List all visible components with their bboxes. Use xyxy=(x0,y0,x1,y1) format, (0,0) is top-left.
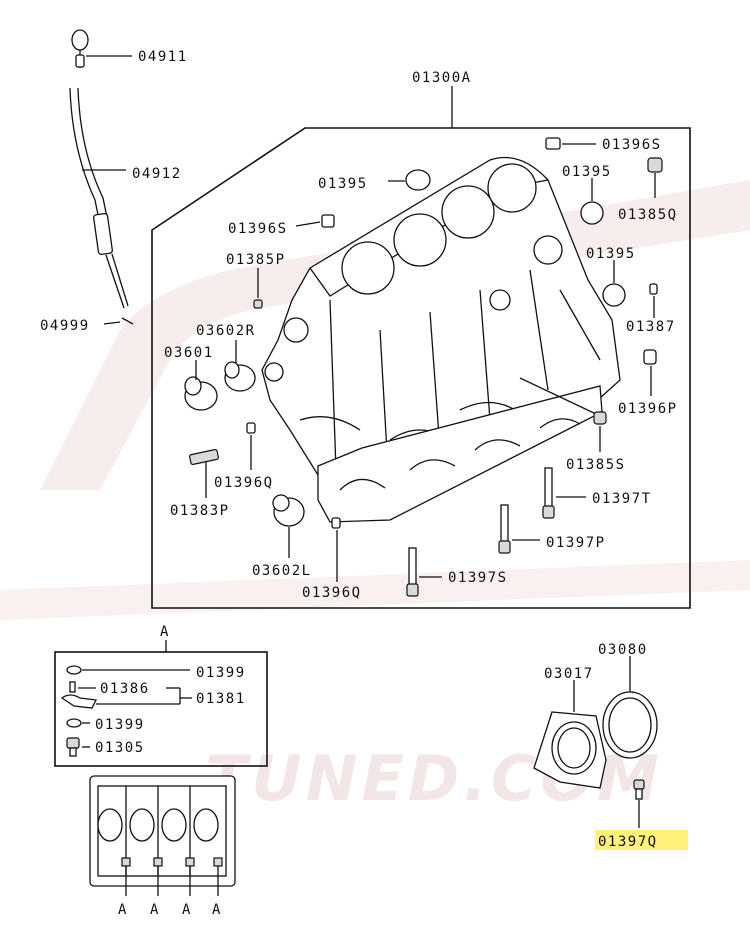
label-01385P: 01385P xyxy=(226,252,286,268)
cylinder-bore-3 xyxy=(441,185,495,239)
label-bottom-A4: A xyxy=(212,902,222,918)
label-01383P: 01383P xyxy=(170,503,230,519)
block-bottom-view xyxy=(89,775,236,896)
pin-01396Q-a xyxy=(246,422,256,434)
bushing-03601 xyxy=(184,376,218,411)
label-04912: 04912 xyxy=(132,166,182,182)
label-01397Q: 01397Q xyxy=(598,834,658,850)
plug-01395-b xyxy=(580,201,604,225)
label-01397S: 01397S xyxy=(448,570,508,586)
label-01396P: 01396P xyxy=(618,401,678,417)
label-01305: 01305 xyxy=(95,740,145,756)
dipstick-tube-end xyxy=(93,212,113,256)
label-03017: 03017 xyxy=(544,666,594,682)
label-03602R: 03602R xyxy=(196,323,256,339)
label-bottom-A3: A xyxy=(182,902,192,918)
label-01399-b: 01399 xyxy=(95,717,145,733)
label-01397P: 01397P xyxy=(546,535,606,551)
bushing-03602L xyxy=(272,494,305,527)
plug-01385S xyxy=(593,411,607,425)
label-01395-b: 01395 xyxy=(562,164,612,180)
plug-01385Q xyxy=(647,157,663,173)
label-01396S-top: 01396S xyxy=(602,137,662,153)
label-detail-A: A xyxy=(160,624,170,640)
bolt-01397T xyxy=(542,467,555,519)
stud-01383P xyxy=(189,448,219,466)
plug-01395-c xyxy=(602,283,626,307)
bushing-03602R xyxy=(224,361,256,392)
seal-case-03017 xyxy=(533,711,607,789)
cylinder-bore-2 xyxy=(393,213,447,267)
label-01395-a: 01395 xyxy=(318,176,368,192)
label-01397T: 01397T xyxy=(592,491,652,507)
label-01396Q-a: 01396Q xyxy=(214,475,274,491)
plug-01396S-top xyxy=(545,137,561,150)
label-01396Q-b: 01396Q xyxy=(302,585,362,601)
label-04911: 04911 xyxy=(138,49,188,65)
label-01395-c: 01395 xyxy=(586,246,636,262)
oil-jet-01381 xyxy=(60,694,97,709)
label-01300A: 01300A xyxy=(412,70,472,86)
dipstick-handle xyxy=(71,29,89,51)
block-lower-rail xyxy=(317,385,603,523)
cylinder-bore-4 xyxy=(487,163,537,213)
label-bottom-A1: A xyxy=(118,902,128,918)
dipstick-clip xyxy=(121,317,134,325)
plug-01385P xyxy=(253,299,263,309)
bolt-01305 xyxy=(66,737,80,757)
label-01386: 01386 xyxy=(100,681,150,697)
bolt-01397Q xyxy=(633,779,645,800)
label-01396S-left: 01396S xyxy=(228,221,288,237)
label-01399-a: 01399 xyxy=(196,665,246,681)
label-01381: 01381 xyxy=(196,691,246,707)
bolt-01397P xyxy=(498,504,511,554)
oil-seal-03080 xyxy=(602,691,658,759)
bolt-01397S xyxy=(406,547,419,597)
pin-01396P xyxy=(643,349,657,365)
dipstick-assembly xyxy=(69,29,134,325)
label-03080: 03080 xyxy=(598,642,648,658)
o-ring-01399-b xyxy=(66,718,82,728)
label-01385Q: 01385Q xyxy=(618,207,678,223)
label-bottom-A2: A xyxy=(150,902,160,918)
o-ring-01399-a xyxy=(66,665,82,675)
plug-01395-a xyxy=(405,169,431,191)
label-04999: 04999 xyxy=(40,318,90,334)
pin-01396Q-b xyxy=(331,517,341,529)
highlight-01397Q xyxy=(595,830,688,850)
plug-01396S-left xyxy=(321,214,335,228)
detail-A-box xyxy=(54,651,268,767)
label-03601: 03601 xyxy=(164,345,214,361)
label-03602L: 03602L xyxy=(252,563,312,579)
pin-01387 xyxy=(649,283,658,295)
cylinder-block xyxy=(261,156,621,523)
jet-01386 xyxy=(69,681,76,693)
engine-block-frame xyxy=(151,127,691,609)
label-01385S: 01385S xyxy=(566,457,626,473)
label-01387: 01387 xyxy=(626,319,676,335)
cylinder-bore-1 xyxy=(341,241,395,295)
